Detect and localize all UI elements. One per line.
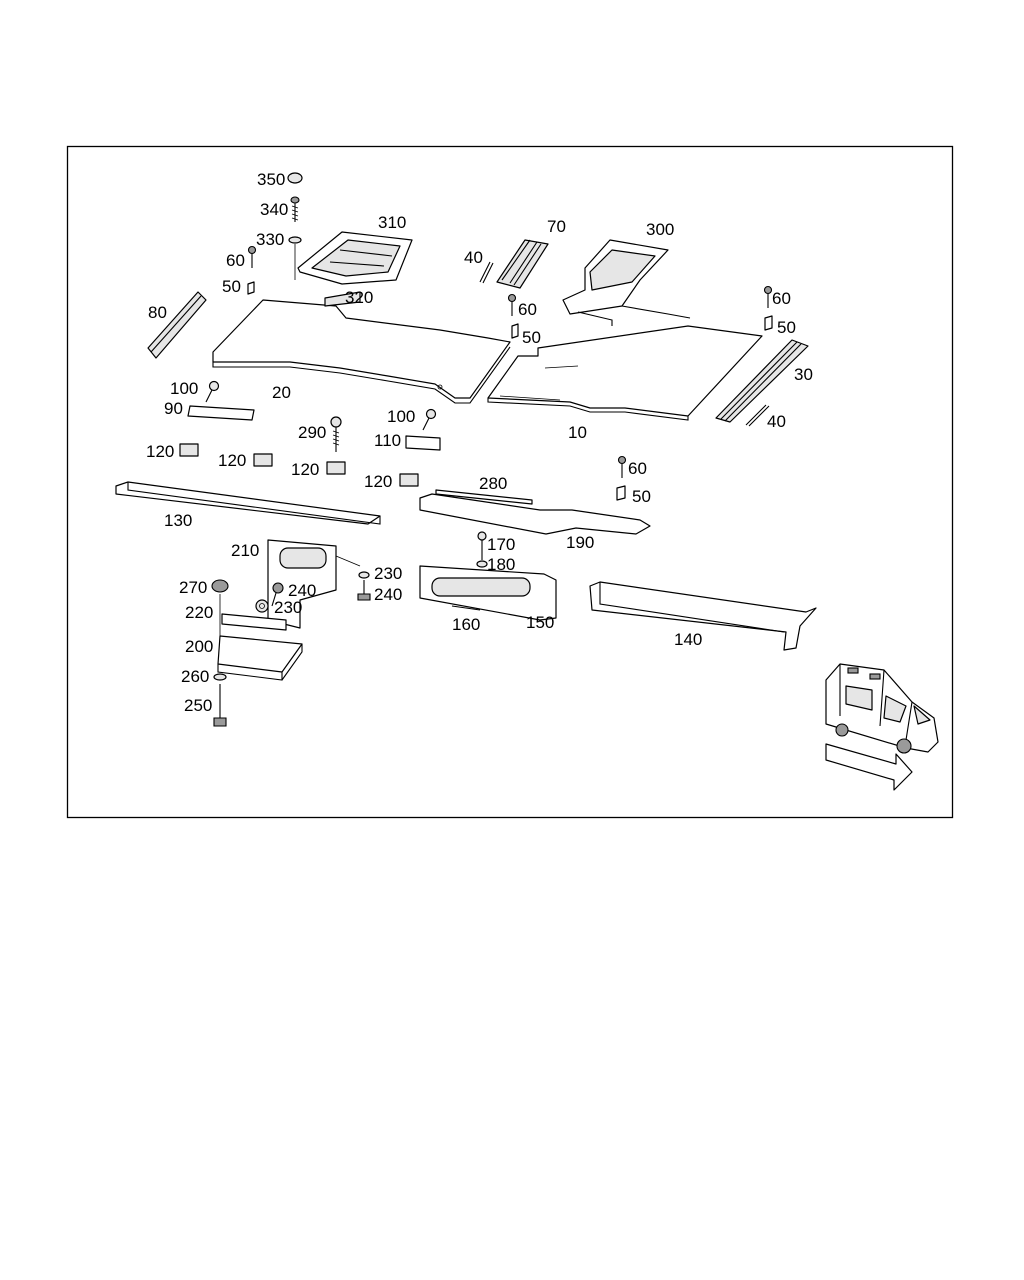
callout-120: 120 bbox=[291, 460, 319, 479]
callout-350: 350 bbox=[257, 170, 285, 189]
callout-40: 40 bbox=[464, 248, 483, 267]
part-30-rail bbox=[715, 339, 809, 423]
part-150-panel bbox=[419, 565, 557, 621]
callout-320: 320 bbox=[345, 288, 373, 307]
part-160-pin bbox=[451, 605, 481, 611]
callout-140: 140 bbox=[674, 630, 702, 649]
callout-240: 240 bbox=[288, 581, 316, 600]
part-100-bolts bbox=[205, 380, 437, 431]
callout-50: 50 bbox=[222, 277, 241, 296]
callout-110: 110 bbox=[374, 431, 401, 450]
callout-280: 280 bbox=[479, 474, 507, 493]
part-270-nut bbox=[211, 579, 229, 640]
part-240-bolt-left bbox=[271, 582, 284, 607]
callout-50: 50 bbox=[632, 487, 651, 506]
callout-220: 220 bbox=[185, 603, 213, 622]
callout-120: 120 bbox=[218, 451, 246, 470]
part-290-bolt bbox=[330, 416, 342, 452]
callout-20: 20 bbox=[272, 383, 291, 402]
callout-230: 230 bbox=[274, 598, 302, 617]
callout-60: 60 bbox=[226, 251, 245, 270]
diagram-frame bbox=[66, 145, 954, 819]
callout-340: 340 bbox=[260, 200, 288, 219]
callout-300: 300 bbox=[646, 220, 674, 239]
part-50-clips bbox=[247, 281, 773, 501]
part-330-washer bbox=[288, 236, 302, 280]
part-140-panel bbox=[589, 581, 817, 651]
part-80-rail bbox=[147, 291, 207, 359]
callout-40: 40 bbox=[767, 412, 786, 431]
callout-240: 240 bbox=[374, 585, 402, 604]
part-90-strip bbox=[187, 405, 255, 421]
callout-60: 60 bbox=[518, 300, 537, 319]
callout-50: 50 bbox=[522, 328, 541, 347]
part-250-bolt bbox=[213, 684, 227, 727]
van-illustration bbox=[825, 663, 939, 791]
part-60-screws bbox=[247, 245, 773, 478]
part-40-strips bbox=[479, 261, 770, 427]
callout-120: 120 bbox=[364, 472, 392, 491]
part-200-box bbox=[217, 635, 303, 681]
callout-160: 160 bbox=[452, 615, 480, 634]
callout-30: 30 bbox=[794, 365, 813, 384]
part-260-washer bbox=[213, 673, 227, 681]
callout-210: 210 bbox=[231, 541, 259, 560]
part-110-block bbox=[405, 435, 441, 451]
callout-100: 100 bbox=[387, 407, 415, 426]
part-230-washer-left bbox=[255, 599, 269, 613]
part-170-bolt bbox=[477, 531, 487, 560]
callout-250: 250 bbox=[184, 696, 212, 715]
part-350-cap bbox=[287, 172, 303, 184]
part-220-plate bbox=[221, 613, 287, 631]
part-240-bolt-right bbox=[357, 580, 371, 601]
callout-170: 170 bbox=[487, 535, 515, 554]
callout-130: 130 bbox=[164, 511, 192, 530]
callout-150: 150 bbox=[526, 613, 554, 632]
part-340-screw bbox=[290, 196, 300, 222]
callout-60: 60 bbox=[772, 289, 791, 308]
callout-260: 260 bbox=[181, 667, 209, 686]
callout-90: 90 bbox=[164, 399, 183, 418]
callout-100: 100 bbox=[170, 379, 198, 398]
callout-330: 330 bbox=[256, 230, 284, 249]
part-130-rail bbox=[115, 481, 381, 525]
callout-70: 70 bbox=[547, 217, 566, 236]
callout-10: 10 bbox=[568, 423, 587, 442]
callout-270: 270 bbox=[179, 578, 207, 597]
callout-190: 190 bbox=[566, 533, 594, 552]
part-120-pads bbox=[179, 443, 419, 487]
callout-230: 230 bbox=[374, 564, 402, 583]
part-310-tray bbox=[297, 231, 413, 307]
callout-290: 290 bbox=[298, 423, 326, 442]
part-230-washer-right bbox=[358, 571, 370, 579]
callout-180: 180 bbox=[487, 555, 515, 574]
part-280-strip bbox=[435, 489, 533, 505]
part-10-floor-panel-right bbox=[487, 325, 763, 421]
part-20-floor-panel-left bbox=[212, 299, 511, 404]
callout-80: 80 bbox=[148, 303, 167, 322]
part-190-trim bbox=[419, 493, 651, 535]
callout-310: 310 bbox=[378, 213, 406, 232]
callout-50: 50 bbox=[777, 318, 796, 337]
callout-60: 60 bbox=[628, 459, 647, 478]
part-300-tray bbox=[562, 239, 691, 326]
callout-200: 200 bbox=[185, 637, 213, 656]
part-70-rail bbox=[496, 239, 549, 289]
callout-120: 120 bbox=[146, 442, 174, 461]
part-180-washer bbox=[476, 560, 488, 568]
